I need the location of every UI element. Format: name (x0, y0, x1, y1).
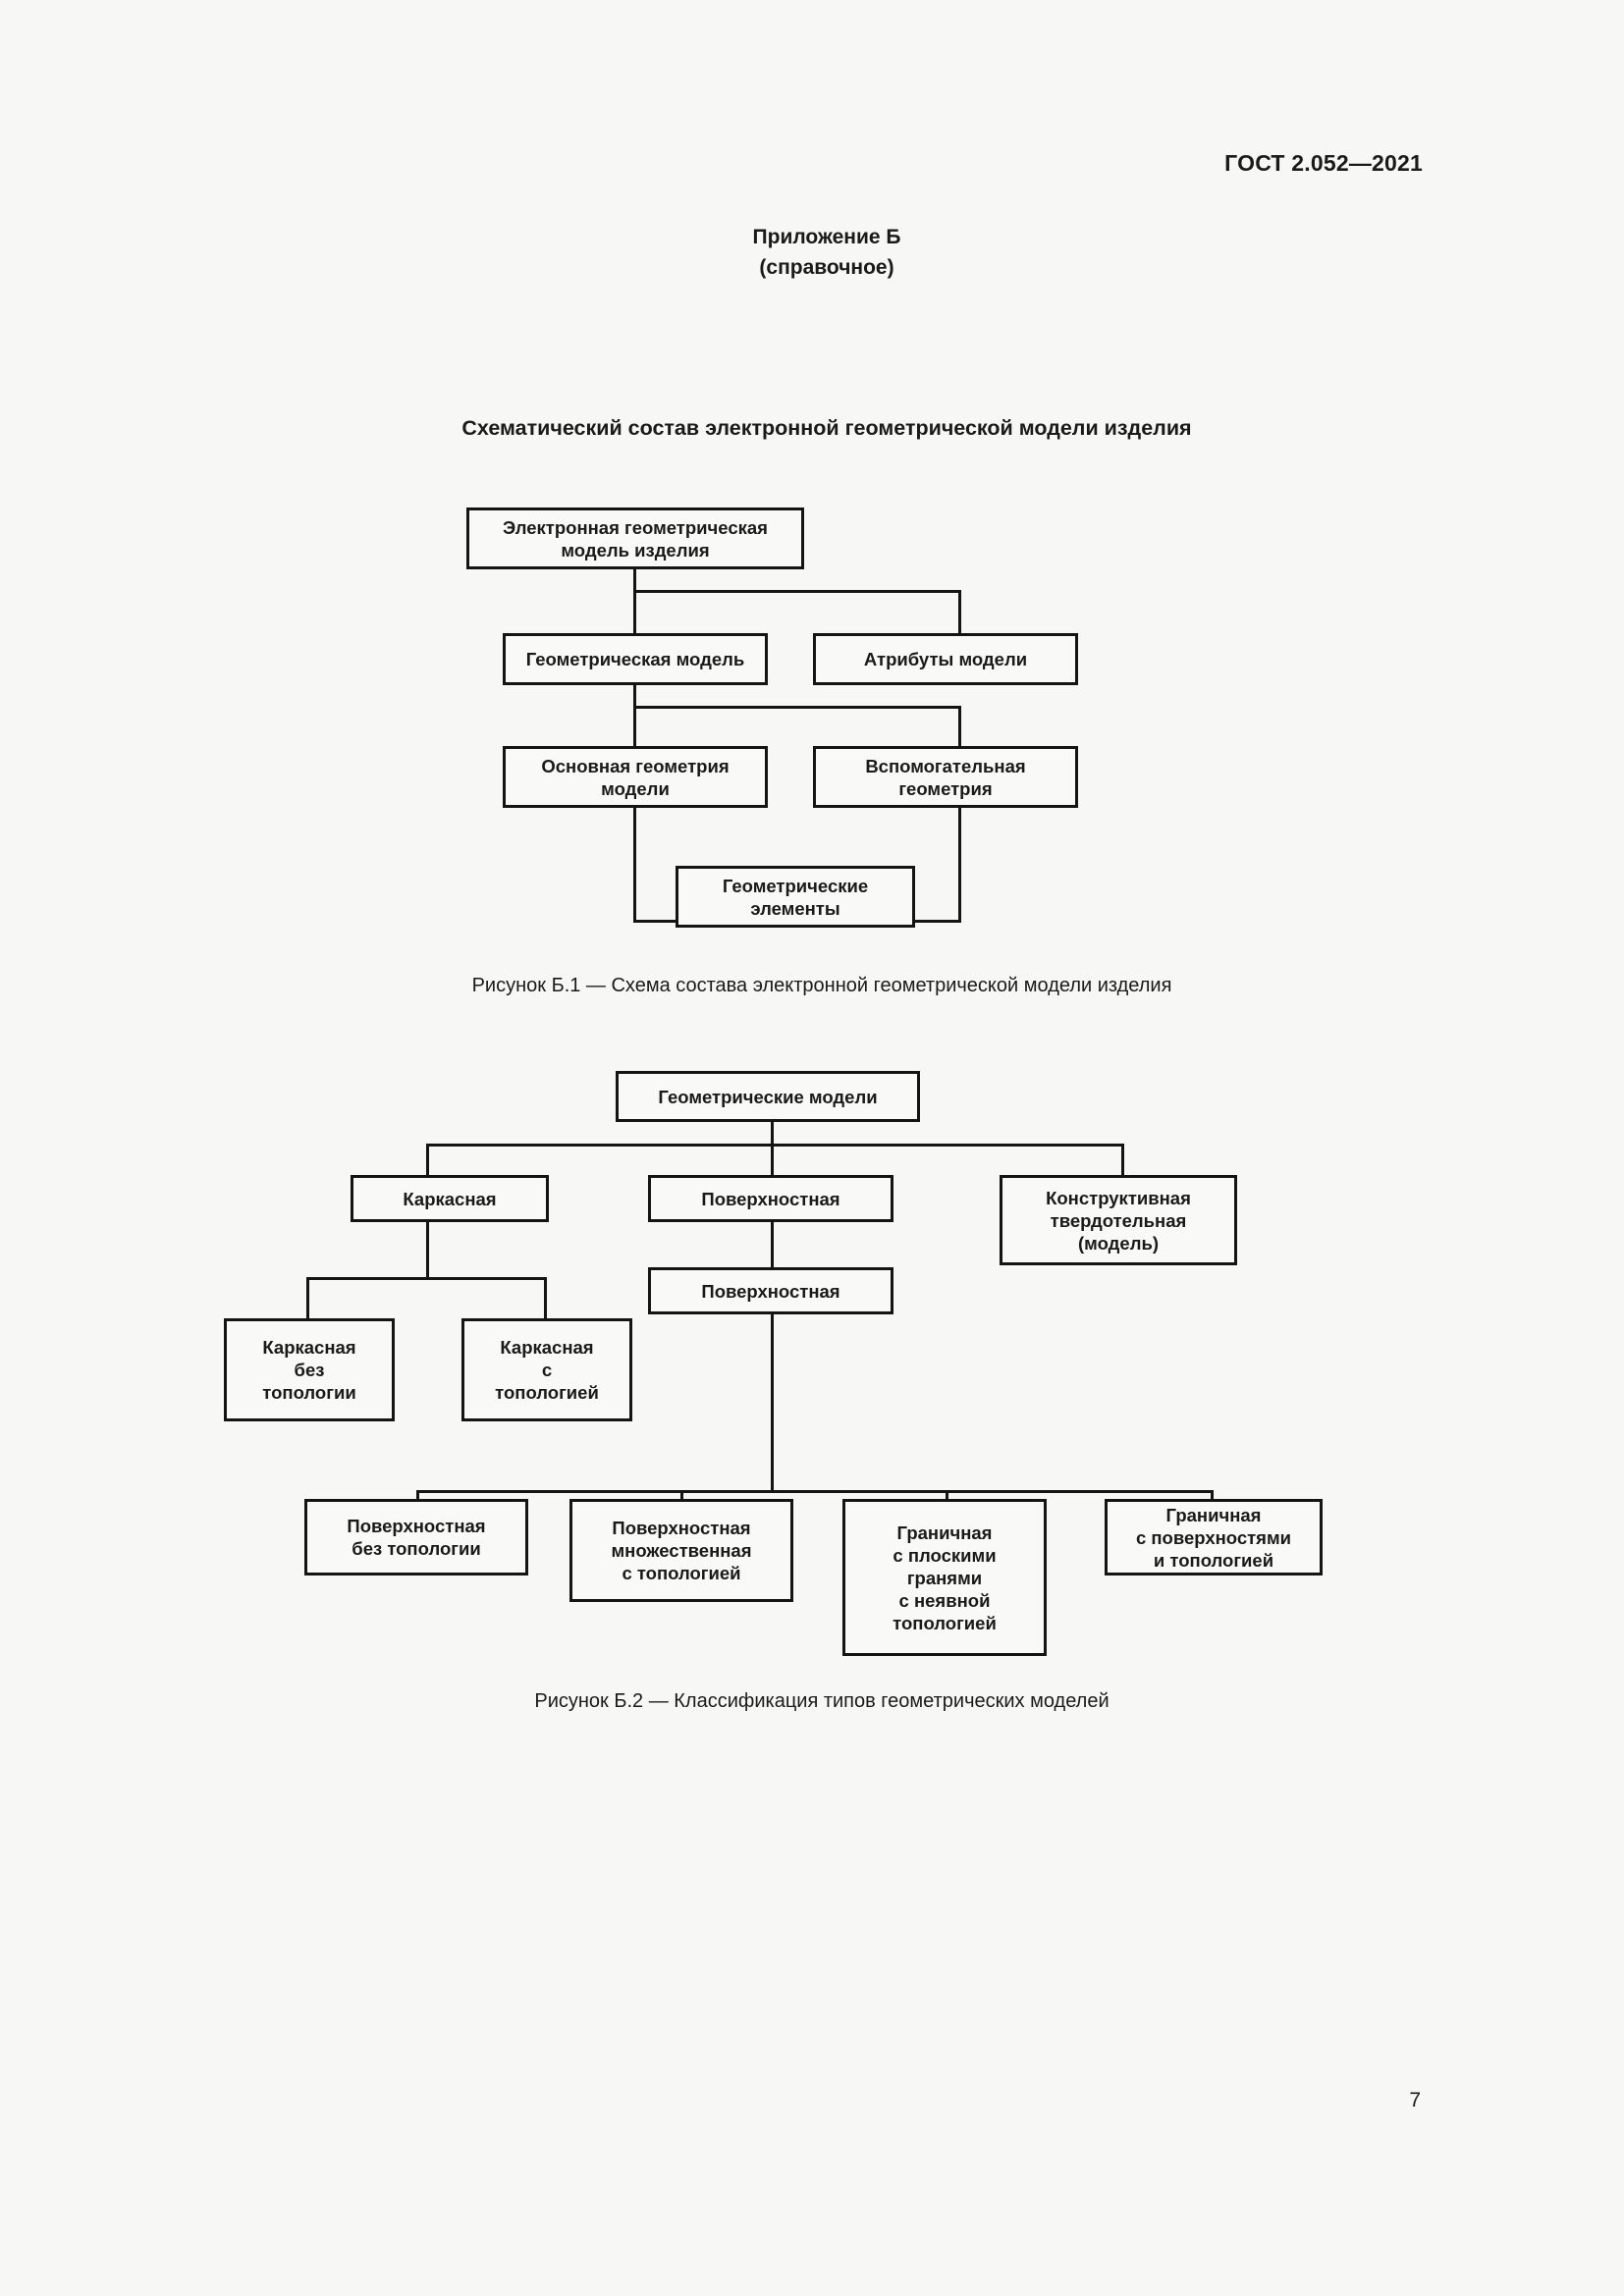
fig2-connector-to-wireframe (426, 1144, 429, 1175)
fig2-connector-surface2-stem (771, 1314, 774, 1493)
document-standard-id: ГОСТ 2.052—2021 (1224, 150, 1423, 176)
fig2-box-wireframe: Каркасная (351, 1175, 549, 1222)
fig2-connector-to-surface (771, 1144, 774, 1175)
fig2-connector-root-stem (771, 1122, 774, 1144)
fig2-connector-surface-to-surface2 (771, 1222, 774, 1267)
fig1-connector-to-geometric-model (633, 590, 636, 633)
fig1-connector-to-attributes (958, 590, 961, 633)
fig1-connector-root-stem (633, 569, 636, 590)
fig1-connector-gm-stem (633, 685, 636, 706)
fig2-connector-wireframe-bar (306, 1277, 547, 1280)
fig2-connector-to-wireframe-no-topology (306, 1277, 309, 1318)
section-heading: Схематический состав электронной геометр… (461, 416, 1192, 440)
fig2-box-surface-2: Поверхностная (648, 1267, 893, 1314)
fig2-box-surface: Поверхностная (648, 1175, 893, 1222)
fig1-connector-to-aux-geometry (958, 706, 961, 746)
fig1-connector-level2-bar (633, 706, 961, 709)
page-number: 7 (1409, 2089, 1421, 2111)
fig1-connector-level1-bar (633, 590, 961, 593)
annex-title-line1: Приложение Б (752, 226, 901, 248)
fig2-connector-to-wireframe-with-topology (544, 1277, 547, 1318)
annex-title-block: Приложение Б (справочное) (0, 222, 1624, 283)
fig1-connector-to-main-geometry (633, 706, 636, 746)
fig2-box-root: Геометрические модели (616, 1071, 920, 1122)
fig2-connector-level1-bar (426, 1144, 1124, 1147)
figure-2-caption: Рисунок Б.2 — Классификация типов геомет… (534, 1690, 1110, 1712)
fig1-connector-aux-elbow (913, 920, 961, 923)
fig2-connector-leaves-bar (416, 1490, 1214, 1493)
fig1-connector-main-elbow (633, 920, 677, 923)
fig2-connector-to-solid (1121, 1144, 1124, 1175)
fig1-box-model-attributes: Атрибуты модели (813, 633, 1078, 685)
fig1-connector-main-down (633, 808, 636, 923)
annex-title-line2: (справочное) (759, 256, 894, 279)
fig1-box-geometric-model: Геометрическая модель (503, 633, 768, 685)
fig1-connector-aux-down (958, 808, 961, 923)
figure-1-caption: Рисунок Б.1 — Схема состава электронной … (471, 975, 1172, 996)
fig2-connector-wireframe-stem (426, 1222, 429, 1277)
